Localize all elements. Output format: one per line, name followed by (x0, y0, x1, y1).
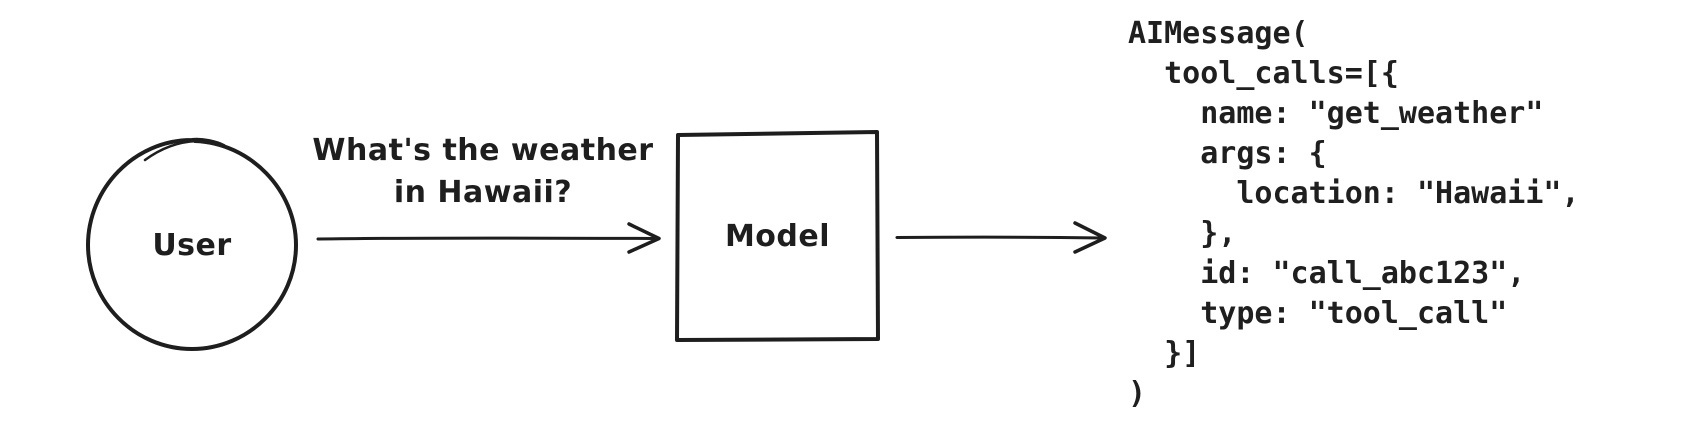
model-node-label-text: Model (724, 219, 831, 254)
aimessage-code-block: AIMessage( tool_calls=[{ name: "get_weat… (1128, 16, 1580, 411)
request-arrow-line (316, 236, 658, 241)
response-arrow-head (1073, 221, 1107, 254)
model-node-label: Model (677, 133, 878, 340)
response-arrow-line (895, 235, 1104, 240)
user-circle-shape (86, 137, 298, 351)
request-arrow (316, 222, 661, 254)
user-node-label: User (87, 140, 297, 350)
user-node-label-text: User (152, 227, 232, 263)
user-circle-overlap-stroke (143, 139, 198, 162)
request-message-line1: What's the weather (312, 133, 654, 168)
request-message-line2: in Hawaii? (393, 175, 573, 210)
request-arrow-head (627, 222, 661, 254)
request-message-label: What's the weather in Hawaii? (290, 130, 676, 214)
response-arrow (895, 221, 1107, 254)
model-box-shape (675, 130, 880, 342)
